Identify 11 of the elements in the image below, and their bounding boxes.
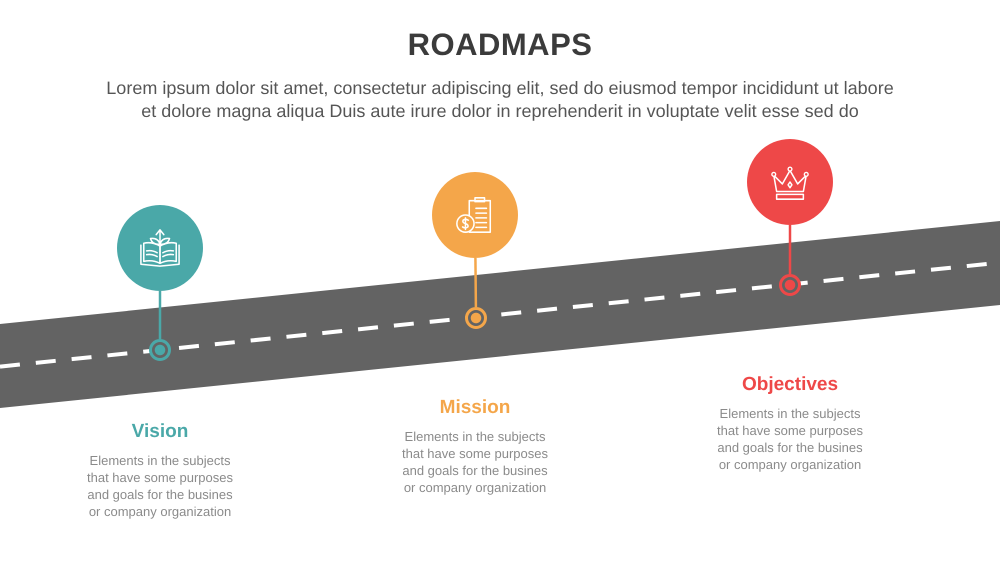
milestone-heading: Objectives (742, 373, 838, 397)
milestone-heading: Vision (132, 420, 188, 444)
connector-line (788, 225, 792, 274)
milestone-description: Elements in the subjects that have some purposes and goals for the busines or company organization (401, 428, 549, 496)
milestone-description: Elements in the subjects that have some purposes and goals for the busines or company organization (86, 452, 234, 520)
milestone-description: Elements in the subjects that have some purposes and goals for the busines or company organization (716, 405, 864, 473)
description-text: Lorem ipsum dolor sit amet, consectetur adipiscing elit, sed do eiusmod tempor incididunt ut labore et dolore magna aliqua Duis aute irure dolor in reprehenderit in voluptate velit esse sed do (105, 77, 895, 123)
connector-line (474, 258, 478, 308)
milestone-heading: Mission (440, 396, 510, 420)
title: ROADMAPS (408, 26, 592, 64)
connector-line (158, 291, 162, 339)
